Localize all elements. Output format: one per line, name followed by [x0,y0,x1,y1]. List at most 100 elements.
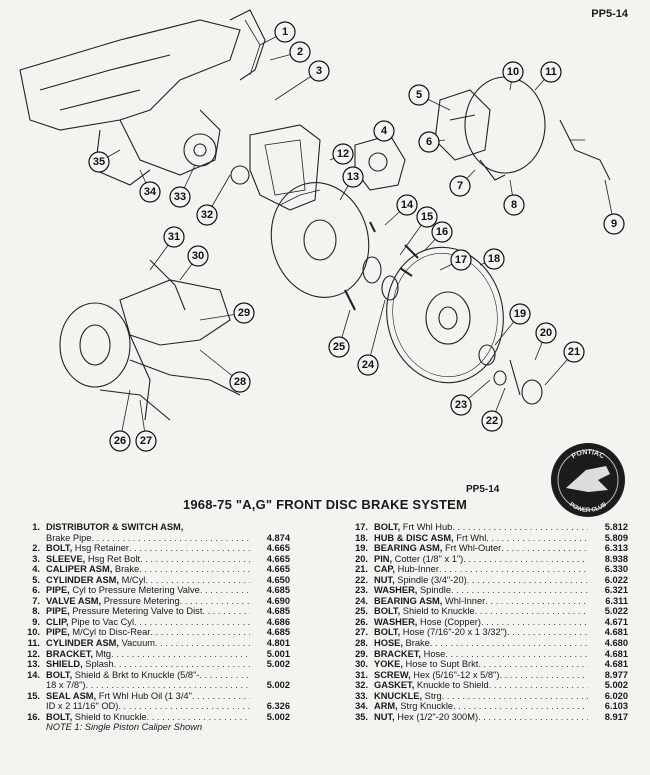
catalog-number: 4.874 [266,532,290,543]
part-body: YOKE, Hose to Supt Brkt4.681 [374,659,628,670]
part-desc: Brake Pipe [46,532,92,543]
catalog-number: 4.690 [266,595,290,606]
leader-dots [139,564,250,575]
part-name: PIPE, [46,606,70,617]
part-line: BOLT, Hose (7/16"-20 x 1 3/32")4.681 [374,627,628,638]
leader-dots [499,670,588,681]
part-desc: Strg [422,690,442,701]
part-line: YOKE, Hose to Supt Brkt4.681 [374,659,628,670]
part-desc: Frt Whl [453,532,487,543]
part-row: 23.WASHER, Spindle6.321 [346,585,628,596]
part-number: 32. [355,680,368,691]
part-row: 12.BRACKET, Mtg5.001 [18,649,290,660]
leader-dots [486,533,588,544]
part-row: 9.CLIP, Pipe to Vac Cyl4.686 [18,617,290,628]
part-line: PIPE, Cyl to Pressure Metering Valve4.68… [46,585,290,596]
leader-dots [129,543,250,554]
part-text: BOLT, Shield & Brkt to Knuckle (5/8"- [46,670,200,681]
callout-17: 17 [450,249,472,271]
part-desc: Strg Knuckle [397,701,454,712]
part-row: 13.SHIELD, Splash5.002 [18,659,290,670]
part-text: PIPE, M/Cyl to Disc-Rear [46,627,150,638]
part-row: 5.CYLINDER ASM, M/Cyl4.650 [18,575,290,586]
part-name: CYLINDER ASM, [46,574,119,585]
callout-30: 30 [187,245,209,267]
callout-35: 35 [88,151,110,173]
catalog-number [250,691,290,702]
part-number: 11. [27,638,40,649]
part-body: BOLT, Hose (7/16"-20 x 1 3/32")4.681 [374,627,628,638]
part-desc: Pipe to Vac Cyl [68,616,135,627]
callout-31: 31 [163,226,185,248]
svg-text:19: 19 [514,308,526,320]
part-name: PIPE, [46,627,70,638]
parts-list-left: 1.DISTRIBUTOR & SWITCH ASM,Brake Pipe4.8… [18,522,290,733]
exploded-diagram: 1 2 3 4 5 6 7 8 9 10 11 12 13 14 15 16 1… [19,9,625,452]
leader-dots [501,543,588,554]
svg-text:15: 15 [421,211,433,223]
part-body: PIPE, M/Cyl to Disc-Rear 4.685 [46,627,290,638]
part-desc: Hose [421,648,446,659]
part-row: 30.YOKE, Hose to Supt Brkt4.681 [346,659,628,670]
part-line: GASKET, Knuckle to Shield5.002 [374,680,628,691]
leader-dots [442,691,588,702]
part-body: WASHER, Spindle6.321 [374,585,628,596]
catalog-number: 4.685 [266,606,290,617]
leader-dots [114,659,250,670]
part-line: BOLT, Frt Whl Hub5.812 [374,522,628,533]
catalog-number: 4.681 [604,627,628,638]
svg-text:4: 4 [381,125,388,137]
part-line: CYLINDER ASM, Vacuum4.801 [46,638,290,649]
part-name: BEARING ASM, [374,595,443,606]
callout-26: 26 [109,430,131,452]
part-line: BRACKET, Mtg5.001 [46,649,290,660]
page-title: 1968-75 "A,G" FRONT DISC BRAKE SYSTEM [182,497,468,512]
part-body: SHIELD, Splash5.002 [46,659,290,670]
part-row: 20.PIN, Cotter (1/8" x 1")8.938 [346,554,628,565]
part-desc: Hex (1/2"-20 300M) [394,711,479,722]
part-number: 24. [355,595,368,606]
part-line: WASHER, Spindle6.321 [374,585,628,596]
part-body: ARM, Strg Knuckle6.103 [374,701,628,712]
part-body: PIPE, Pressure Metering Valve to Dist4.6… [46,606,290,617]
part-number: 8. [32,606,40,617]
part-row: 18.HUB & DISC ASM, Frt Whl5.809 [346,533,628,544]
leader-dots [111,649,250,660]
svg-text:31: 31 [168,231,180,243]
part-number: 31. [355,669,368,680]
leader-dots [481,617,588,628]
leader-dots [451,585,588,596]
callout-29: 29 [233,302,255,324]
leader-dots [145,575,250,586]
callout-32: 32 [196,204,218,226]
part-desc: Mtg [93,648,112,659]
part-text: BOLT, Hsg Retainer [46,543,129,554]
part-body: SEAL ASM, Frt Whl Hub Oil (1 3/4"ID x 2 … [46,691,290,712]
catalog-number: 4.685 [266,585,290,596]
part-name: NUT, [374,711,395,722]
part-line: HUB & DISC ASM, Frt Whl5.809 [374,533,628,544]
part-text: WASHER, Spindle [374,585,451,596]
part-row: 27.BOLT, Hose (7/16"-20 x 1 3/32")4.681 [346,627,628,638]
part-number: 17. [355,522,368,532]
part-number: 35. [355,711,368,722]
part-number: 14. [27,669,40,680]
part-line: NUT, Hex (1/2"-20 300M)8.917 [374,712,628,723]
part-number: 29. [355,648,368,659]
part-row: 2.BOLT, Hsg Retainer4.665 [18,543,290,554]
leader-dots [134,617,250,628]
part-desc: Cyl to Pressure Metering Valve [69,585,200,596]
part-desc: Pressure Metering [101,595,180,606]
catalog-number: 6.313 [604,543,628,554]
part-name: CYLINDER ASM, [46,638,119,649]
part-line: CYLINDER ASM, M/Cyl4.650 [46,575,290,586]
callout-16: 16 [431,221,453,243]
part-line: ARM, Strg Knuckle6.103 [374,701,628,712]
part-desc: Frt Whl Hub [400,522,453,532]
part-desc: Hose (Copper) [417,616,481,627]
catalog-number: 4.685 [266,627,290,638]
part-line: PIPE, M/Cyl to Disc-Rear 4.685 [46,627,290,638]
part-text: HUB & DISC ASM, Frt Whl [374,533,486,544]
part-text: BEARING ASM, Whl-Inner [374,596,485,607]
part-name: BOLT, [46,669,73,680]
